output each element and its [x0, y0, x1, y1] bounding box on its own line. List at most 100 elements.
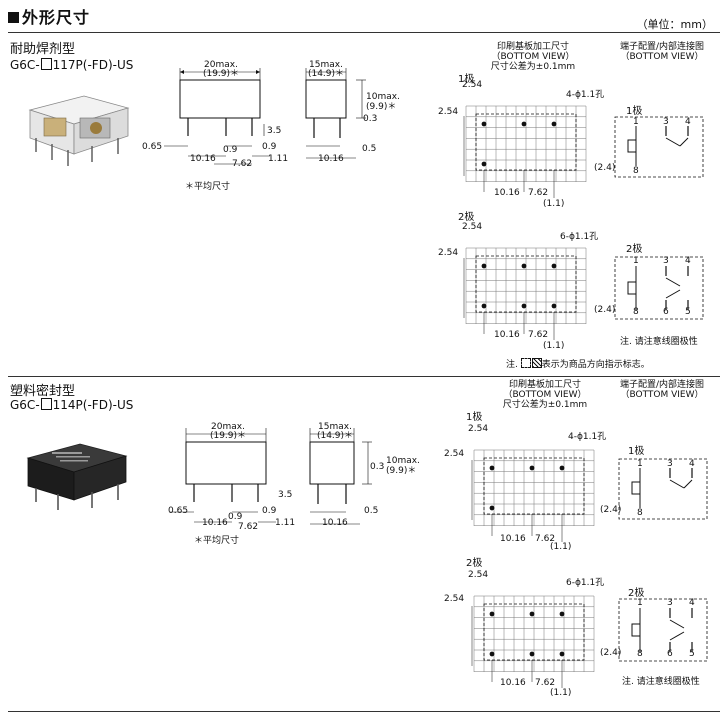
side-pitch-label: 10.16: [318, 154, 344, 164]
side-view-drawing: [309, 428, 372, 525]
pcb-view: （BOTTOM VIEW）: [491, 52, 575, 62]
footer-rule: [8, 711, 720, 712]
pcb-grid-pole1: [463, 105, 587, 198]
pin-offset-right-label: 1.11: [275, 518, 296, 528]
pcb-grid-pole1: [471, 449, 595, 542]
section-name: 塑料密封型: [10, 384, 76, 399]
pin2-1-label: 1: [637, 598, 643, 608]
pin2-4-label: 4: [689, 598, 695, 608]
pin-offset-label: 0.65: [168, 506, 189, 516]
pcb2-pitch-1016-label: 10.16: [500, 678, 526, 688]
pcb-title: 印刷基板加工尺寸: [496, 42, 569, 52]
pcb-pole1-label: 1极: [466, 412, 483, 423]
pcb2-pitch-1016-label: 10.16: [494, 330, 520, 340]
side-height-avg-label: (9.9)＊: [366, 102, 397, 112]
average-dimension-note: ＊平均尺寸: [185, 182, 231, 192]
pcb2-pitch-762-label: 7.62: [535, 678, 556, 688]
pcb2-pitch-top-label: 2.54: [468, 570, 489, 580]
pin-3-label: 3: [667, 459, 673, 469]
pcb-grid-pole2: [463, 247, 587, 340]
pcb-pitch-top-label: 2.54: [468, 424, 489, 434]
pin-offset-right-label: 1.11: [268, 154, 289, 164]
pcb-view: （BOTTOM VIEW）: [503, 390, 587, 400]
pin2-3-label: 3: [667, 598, 673, 608]
side-pin-label: 0.5: [364, 506, 379, 516]
pin2-6-label: 6: [667, 649, 673, 659]
direction-mark-note: 注. 表示为商品方向指示标志。: [506, 358, 650, 370]
pcb-title: 印刷基板加工尺寸: [508, 380, 581, 390]
pin-width-right-label: 0.9: [262, 142, 277, 152]
pcb-edge-label: (1.1): [550, 542, 572, 552]
pin-width-label: 0.9: [223, 145, 238, 155]
front-width-label: 20max.: [211, 422, 245, 432]
terminal-pole2-label: 2极: [626, 244, 643, 255]
side-view-drawing: [305, 68, 366, 159]
pcb2-pitch-left-label: 2.54: [444, 594, 465, 604]
pin-4-label: 4: [685, 117, 691, 127]
model-number: G6C-114P(-FD)-US: [10, 398, 134, 412]
terminal-view: （BOTTOM VIEW）: [620, 390, 704, 400]
pcb2-edge-label: (1.1): [550, 688, 572, 698]
model-placeholder-box: [40, 58, 52, 70]
unit-label: （单位：mm）: [636, 18, 713, 31]
model-placeholder-box: [40, 398, 52, 410]
pin2-5-label: 5: [685, 307, 691, 317]
pcb2-pitch-left-label: 2.54: [438, 248, 459, 258]
pin-pitch-1016-label: 10.16: [190, 154, 216, 164]
polarity-note: 注. 请注意线圈极性: [622, 677, 700, 687]
side-width-label: 15max.: [318, 422, 352, 432]
pcb-edge-label: (1.1): [543, 199, 565, 209]
side-pitch-label: 10.16: [322, 518, 348, 528]
section-divider: [8, 376, 720, 377]
pin-length-label: 3.5: [278, 490, 293, 500]
side-width-label: 15max.: [309, 60, 343, 70]
relay-sealed-photo: [26, 443, 128, 510]
page-title: 外形尺寸: [8, 4, 90, 28]
pin-width-label: 0.9: [228, 512, 243, 522]
model-number: G6C-117P(-FD)-US: [10, 58, 134, 72]
pcb2-hole-label: 6-ϕ1.1孔: [560, 232, 599, 242]
pcb2-pitch-top-label: 2.54: [462, 222, 483, 232]
pin-1-label: 1: [637, 459, 643, 469]
front-width-avg-label: (19.9)＊: [202, 69, 240, 79]
pcb-pole2-label: 2极: [466, 558, 483, 569]
pcb-hole-label: 4-ϕ1.1孔: [566, 90, 605, 100]
pcb-pitch-top-label: 2.54: [462, 80, 483, 90]
pcb-pitch-1016-label: 10.16: [494, 188, 520, 198]
terminal-pole1-label: 1极: [626, 106, 643, 117]
side-height-avg-label: (9.9)＊: [386, 466, 417, 476]
pcb-pole1-label: 1极: [458, 74, 475, 85]
pcb2-hole-label: 6-ϕ1.1孔: [566, 578, 605, 588]
pcb-pitch-left-label: 2.54: [444, 449, 465, 459]
side-height-label: 10max.: [386, 456, 420, 466]
terminal-diagram-pole2: [614, 256, 704, 320]
side-gap-label: 0.3: [363, 114, 378, 124]
pin2-5-label: 5: [689, 649, 695, 659]
header-rule: [8, 32, 720, 33]
pcb-pitch-1016-label: 10.16: [500, 534, 526, 544]
side-pin-label: 0.5: [362, 144, 377, 154]
pcb-pitch-left-label: 2.54: [438, 107, 459, 117]
terminal-diagram-pole2: [618, 598, 708, 662]
pcb2-offset-label: (2.4): [594, 305, 616, 315]
pin-width-right-label: 0.9: [262, 506, 277, 516]
pin-1-label: 1: [633, 117, 639, 127]
terminal-title: 端子配置/内部连接图: [619, 42, 705, 52]
hatched-square-icon: [531, 358, 542, 368]
pin-length-label: 3.5: [267, 126, 282, 136]
terminal-title: 端子配置/内部连接图: [619, 380, 705, 390]
pin2-1-label: 1: [633, 256, 639, 266]
terminal-view: （BOTTOM VIEW）: [620, 52, 704, 62]
polarity-note: 注. 请注意线圈极性: [620, 337, 698, 347]
pcb2-edge-label: (1.1): [543, 341, 565, 351]
pcb-tolerance: 尺寸公差为±0.1mm: [502, 400, 588, 410]
terminal-pole2-label: 2极: [628, 588, 645, 599]
pcb-grid-pole2: [471, 595, 595, 688]
pcb-tolerance: 尺寸公差为±0.1mm: [490, 62, 576, 72]
pcb-hole-label: 4-ϕ1.1孔: [568, 432, 607, 442]
pin-pitch-762-label: 7.62: [238, 522, 259, 532]
pcb-pitch-762-label: 7.62: [535, 534, 556, 544]
pin2-8-label: 8: [637, 649, 643, 659]
pin-3-label: 3: [663, 117, 669, 127]
pcb-offset-label: (2.4): [600, 505, 622, 515]
